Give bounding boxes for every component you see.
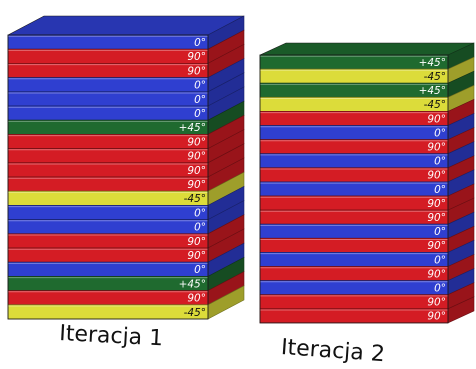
ply-angle-label: 90° <box>187 179 206 191</box>
ply-angle-label: 90° <box>427 268 446 280</box>
ply-angle-label: +45° <box>179 278 206 290</box>
ply-angle-label: 90° <box>187 136 206 148</box>
ply-front-face <box>7 133 209 149</box>
caption-iteration-1: Iteracja 1 <box>58 321 164 352</box>
ply-front-face <box>259 167 449 183</box>
ply-angle-label: 90° <box>187 65 206 77</box>
ply-angle-label: 90° <box>187 250 206 262</box>
ply-angle-label: 0° <box>194 37 206 49</box>
ply-angle-label: 0° <box>434 184 446 196</box>
laminate-stack-iteration-1: 0° 90° 90° 0° 0° 0° +45° 90° 90° 90° 90° -45° 0° 0° 90… <box>7 15 245 320</box>
ply-angle-label: -45° <box>424 99 446 111</box>
ply-angle-label: 90° <box>427 212 446 224</box>
ply-angle-label: 90° <box>187 165 206 177</box>
ply-angle-label: 0° <box>194 94 206 106</box>
ply-front-face <box>7 219 209 235</box>
stack-top-face <box>259 42 475 56</box>
ply-angle-label: 0° <box>194 207 206 219</box>
ply-front-face <box>7 290 209 306</box>
ply-front-face <box>7 176 209 192</box>
ply-angle-label: 90° <box>427 240 446 252</box>
ply-front-face <box>259 223 449 239</box>
ply-angle-label: 0° <box>434 283 446 295</box>
ply-angle-label: +45° <box>179 122 206 134</box>
ply-angle-label: 90° <box>187 236 206 248</box>
ply-front-face <box>259 68 449 84</box>
ply-front-face <box>259 153 449 169</box>
ply-front-face <box>7 34 209 50</box>
ply-front-face <box>7 105 209 121</box>
ply-angle-label: 0° <box>434 254 446 266</box>
ply-front-face <box>7 162 209 178</box>
ply-front-face <box>259 280 449 296</box>
ply-angle-label: 90° <box>427 198 446 210</box>
ply-front-face <box>259 209 449 225</box>
ply-front-face <box>7 77 209 93</box>
ply-front-face <box>7 233 209 249</box>
ply-front-face <box>7 247 209 263</box>
ply-front-face <box>259 195 449 211</box>
ply-angle-label: -45° <box>424 71 446 83</box>
ply-front-face <box>7 261 209 277</box>
stack-top-face <box>7 15 245 36</box>
ply-front-face <box>259 96 449 112</box>
ply-angle-label: 90° <box>427 170 446 182</box>
ply-angle-label: 0° <box>194 80 206 92</box>
ply-angle-label: 90° <box>187 293 206 305</box>
ply-angle-label: 0° <box>194 264 206 276</box>
ply-angle-label: 90° <box>187 51 206 63</box>
ply-front-face <box>259 251 449 267</box>
stack-front-outline <box>259 54 449 324</box>
ply-angle-label: 90° <box>427 113 446 125</box>
ply-angle-label: -45° <box>184 307 206 319</box>
ply-front-face <box>7 48 209 64</box>
ply-front-face <box>259 237 449 253</box>
ply-angle-label: 90° <box>187 151 206 163</box>
ply-angle-label: +45° <box>419 57 446 69</box>
ply-front-face <box>259 111 449 126</box>
ply-angle-label: 90° <box>427 297 446 309</box>
ply-front-face <box>259 266 449 282</box>
ply-front-face <box>259 294 449 310</box>
ply-angle-label: -45° <box>184 193 206 205</box>
ply-angle-label: 90° <box>427 142 446 154</box>
ply-angle-label: +45° <box>419 85 446 97</box>
ply-angle-label: 0° <box>434 226 446 238</box>
ply-angle-label: 0° <box>194 222 206 234</box>
ply-front-face <box>7 63 209 79</box>
ply-front-face <box>7 148 209 164</box>
ply-front-face <box>7 204 209 220</box>
ply-angle-label: 0° <box>434 127 446 139</box>
laminate-stack-iteration-2: +45° -45° +45° -45° 90° 0° 90° 0° 90° 0° 90° 90° 0° 9… <box>259 42 475 324</box>
ply-front-face <box>259 125 449 141</box>
ply-angle-label: 0° <box>434 156 446 168</box>
ply-front-face <box>7 304 209 320</box>
ply-front-face <box>259 181 449 197</box>
ply-angle-label: 90° <box>427 311 446 323</box>
ply-front-face <box>7 190 209 206</box>
ply-angle-label: 0° <box>194 108 206 120</box>
ply-front-face <box>7 91 209 107</box>
ply-front-face <box>259 139 449 155</box>
ply-front-face <box>259 308 449 324</box>
stack-front-outline <box>7 34 209 320</box>
